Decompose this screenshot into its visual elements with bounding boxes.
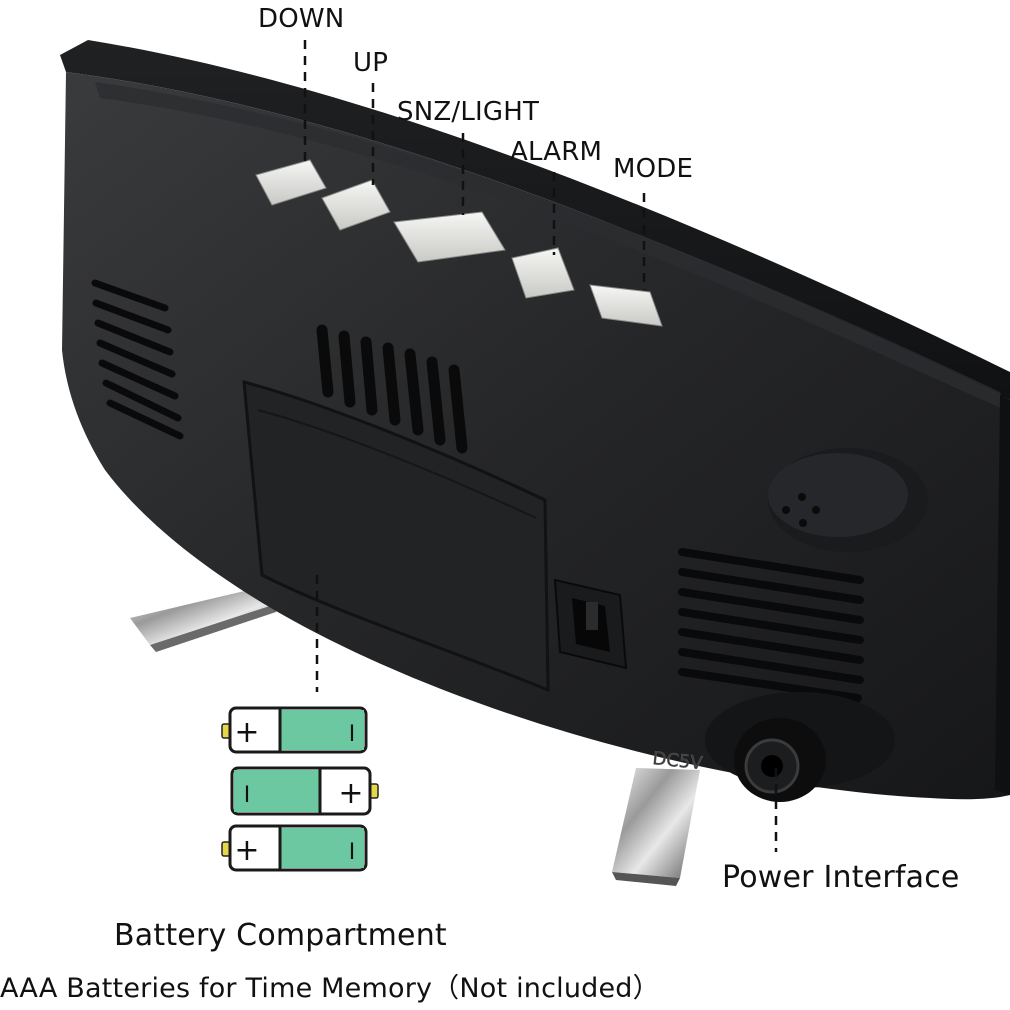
battery-latch — [553, 578, 628, 670]
battery-3-plus: + — [234, 833, 259, 868]
label-up: UP — [353, 48, 389, 78]
button-mode[interactable] — [589, 284, 663, 327]
battery-2-minus: I — [244, 783, 251, 808]
button-down[interactable] — [255, 159, 327, 206]
vent-left — [91, 279, 184, 440]
button-up[interactable] — [321, 179, 391, 231]
vent-center — [316, 324, 468, 454]
battery-2-plus: + — [338, 776, 363, 811]
label-mode: MODE — [613, 154, 694, 184]
battery-3-minus: I — [349, 840, 356, 865]
label-snz-light: SNZ/LIGHT — [397, 97, 540, 127]
label-battery-note: AAA Batteries for Time Memory（Not includ… — [0, 973, 660, 1004]
stand-left — [130, 585, 282, 652]
label-alarm: ALARM — [510, 137, 603, 167]
power-jack — [705, 692, 895, 802]
battery-1-plus: + — [234, 715, 259, 750]
label-battery-compartment: Battery Compartment — [114, 918, 447, 953]
speaker — [768, 448, 928, 552]
label-power-interface: Power Interface — [722, 860, 960, 895]
button-snz-light[interactable] — [393, 211, 506, 263]
button-alarm[interactable] — [511, 247, 575, 299]
clock-body — [60, 40, 1010, 800]
leader-lines — [303, 40, 778, 852]
stand-right — [612, 768, 700, 886]
battery-3: + I — [221, 824, 368, 872]
label-down: DOWN — [258, 4, 345, 34]
battery-2: I + — [230, 766, 379, 816]
battery-1: + I — [221, 706, 368, 754]
vent-right — [678, 548, 864, 702]
battery-compartment-cover — [242, 379, 550, 693]
battery-1-minus: I — [349, 722, 356, 747]
